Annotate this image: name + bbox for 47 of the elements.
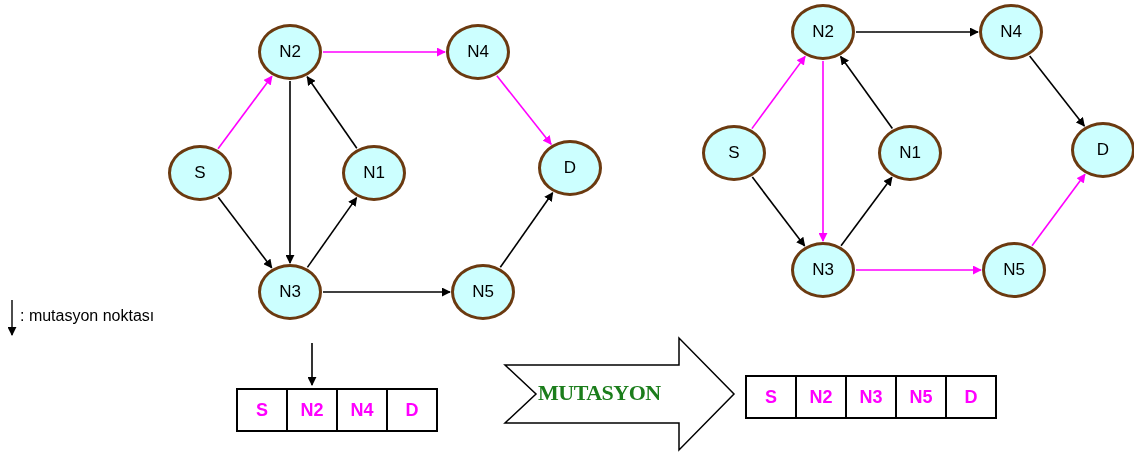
arrow: [306, 196, 358, 269]
arrow: [1031, 173, 1086, 247]
arrow: [751, 176, 806, 247]
graph-node: S: [702, 125, 766, 181]
graph-node: N1: [878, 125, 942, 181]
arrow: [839, 55, 894, 130]
arrow: [322, 287, 451, 297]
graph-node: N1: [342, 145, 406, 201]
arrow: [751, 55, 806, 130]
gene-cell: D: [946, 376, 996, 418]
graph-node: N3: [258, 264, 322, 320]
graph-node: N5: [451, 264, 515, 320]
arrow: [307, 342, 317, 386]
arrow: [217, 75, 273, 150]
gene-cell: S: [746, 376, 796, 418]
arrow: [1028, 55, 1086, 127]
arrow: [322, 47, 446, 57]
arrow: [217, 196, 273, 269]
graph-node: D: [1071, 122, 1134, 178]
arrow: [855, 27, 979, 37]
gene-cell: N3: [846, 376, 896, 418]
graph-node: S: [168, 145, 232, 201]
gene-cell: S: [237, 389, 287, 431]
block-arrow: [503, 336, 736, 452]
arrow: [499, 191, 554, 269]
graph-node: N4: [446, 24, 510, 80]
graph-node: N5: [982, 242, 1046, 298]
arrow: [855, 265, 982, 275]
chromosome-bar: [746, 376, 996, 418]
legend-text: : mutasyon noktası: [20, 307, 155, 325]
arrow: [306, 75, 358, 150]
graph-node: N3: [791, 242, 855, 298]
graph-node: N4: [979, 4, 1043, 60]
arrow: [496, 75, 552, 145]
gene-cell: N5: [896, 376, 946, 418]
arrow: [840, 176, 893, 247]
gene-cell: N2: [287, 389, 337, 431]
gene-cell: N2: [796, 376, 846, 418]
arrow: [818, 60, 828, 242]
gene-cell: N4: [337, 389, 387, 431]
gene-cell: D: [387, 389, 437, 431]
graph-node: N2: [791, 4, 855, 60]
arrow: [285, 80, 295, 264]
graph-node: N2: [258, 24, 322, 80]
graph-node: D: [538, 140, 602, 196]
chromosome-bar: [237, 389, 437, 431]
edge-label: MUTASYON: [538, 380, 661, 406]
